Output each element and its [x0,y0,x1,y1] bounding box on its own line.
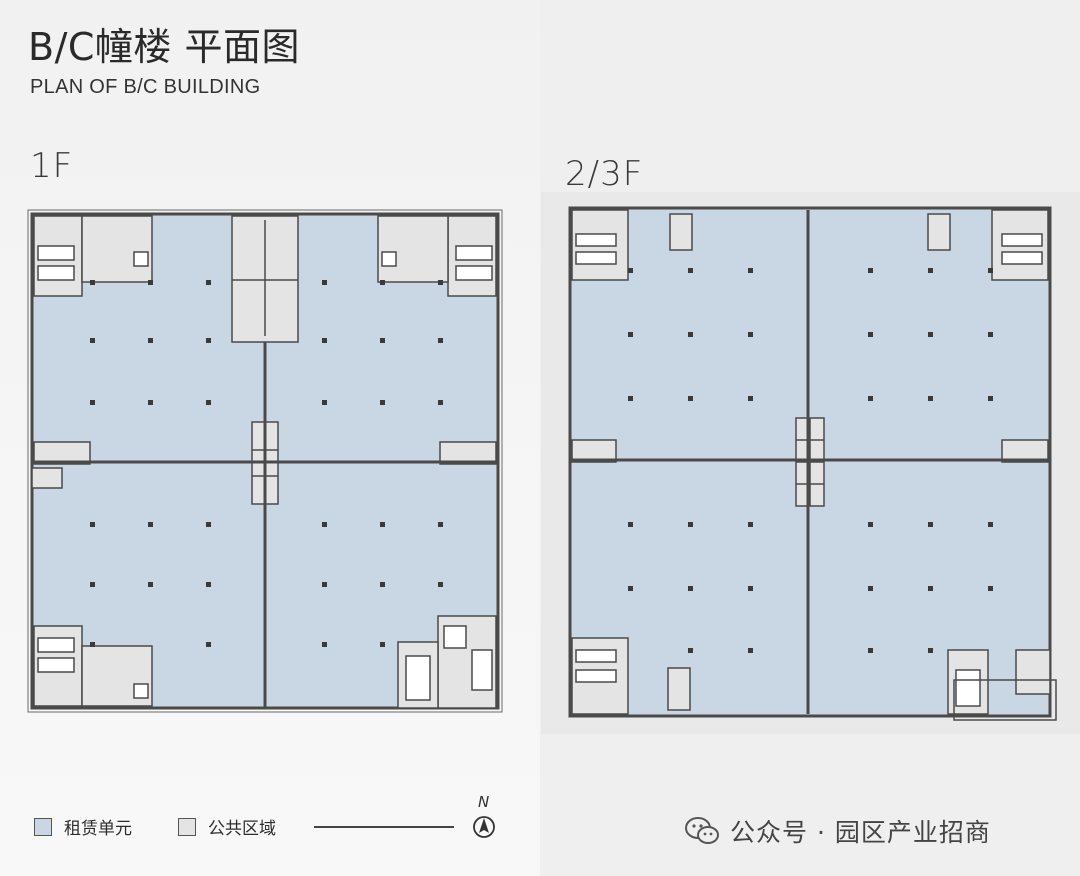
floor-23f-label: 2/3F [565,154,644,194]
legend-rental-label: 租赁单元 [64,819,132,839]
floor-plan-1f [27,209,503,713]
page-title: B/C幢楼 平面图 [28,25,300,69]
plan-23f-partitions [570,210,1050,714]
legend-rental: 租赁单元 [34,814,132,839]
plan-23f-core-nw [571,209,693,281]
legend-public: 公共区域 [178,814,276,839]
plan-1f-core-ne [377,215,497,297]
plan-1f-core-se [397,615,497,709]
plan-1f-north-entry [231,215,299,343]
plan-23f-core-ne [927,209,1049,281]
north-arrow-icon [473,816,495,838]
north-arrow-line [314,826,454,828]
watermark-text: 公众号 · 园区产业招商 [730,818,991,847]
plan-1f-side-entries [31,441,497,489]
plan-23f-central-core [795,417,825,507]
legend-public-label: 公共区域 [208,819,276,839]
legend-public-swatch [178,817,196,836]
plan-1f-core-nw [33,215,153,297]
plan-23f-side-entries [571,439,1049,463]
watermark: 公众号 · 园区产业招商 [684,813,991,849]
page-subtitle: PLAN OF B/C BUILDING [30,76,261,98]
floor-1f-label: 1F [30,146,74,186]
floor-plan-2-3f [568,206,1057,721]
plan-23f-core-sw [571,637,691,715]
north-label: N [478,793,490,811]
plan-23f-core-se [947,649,1057,721]
wechat-icon [685,817,719,844]
plan-1f-core-sw [33,625,153,707]
plan-1f-partitions [32,342,498,708]
legend-rental-swatch [34,817,52,836]
plan-1f-columns [90,280,443,647]
plan-23f-columns [628,268,993,653]
